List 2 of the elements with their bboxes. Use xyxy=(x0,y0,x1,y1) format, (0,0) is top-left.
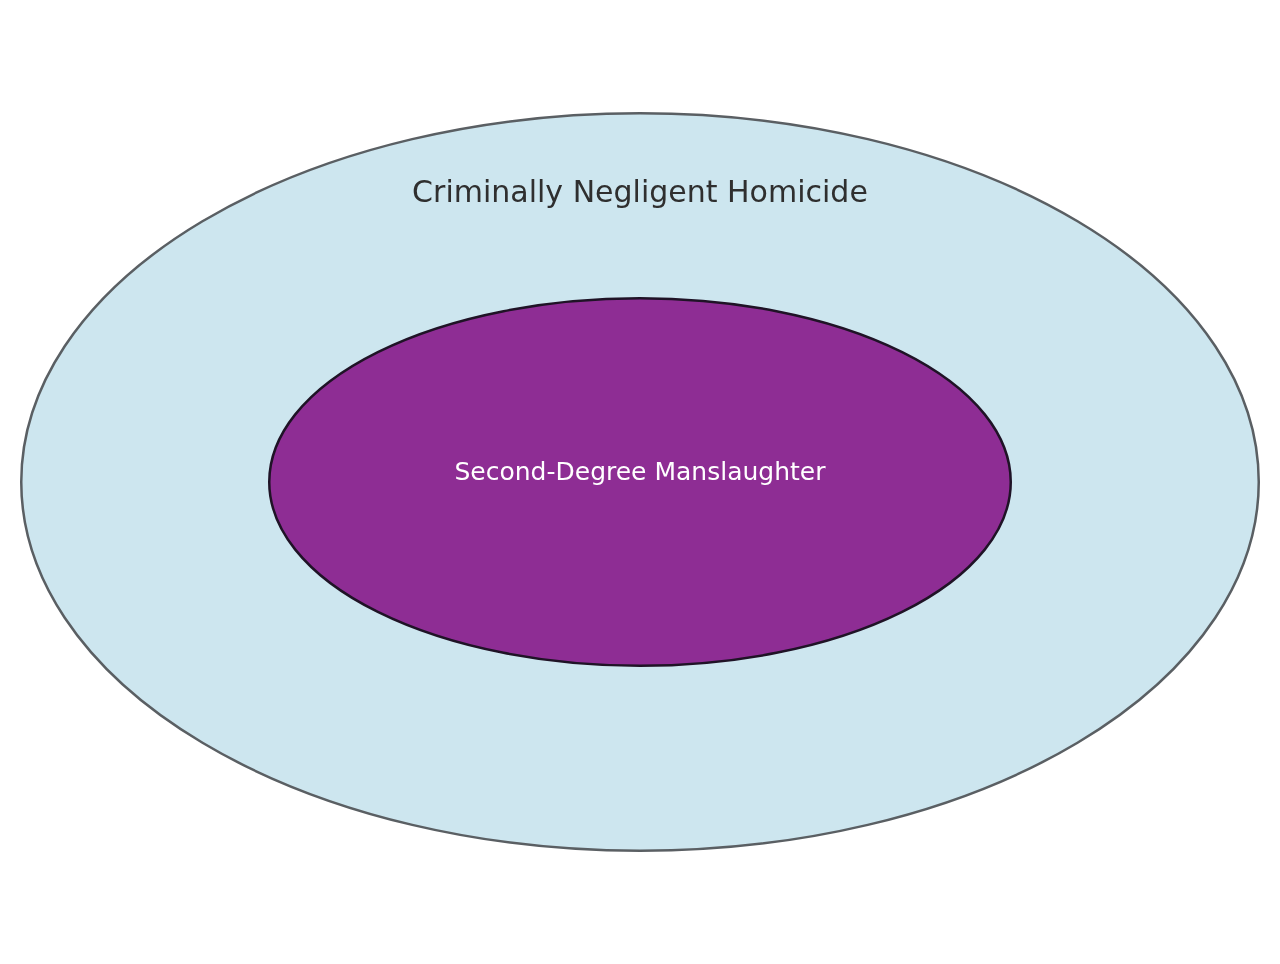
region-label: Second-Degree Manslaughter xyxy=(453,457,827,486)
region-label: Criminally Negligent Homicide xyxy=(411,174,869,209)
